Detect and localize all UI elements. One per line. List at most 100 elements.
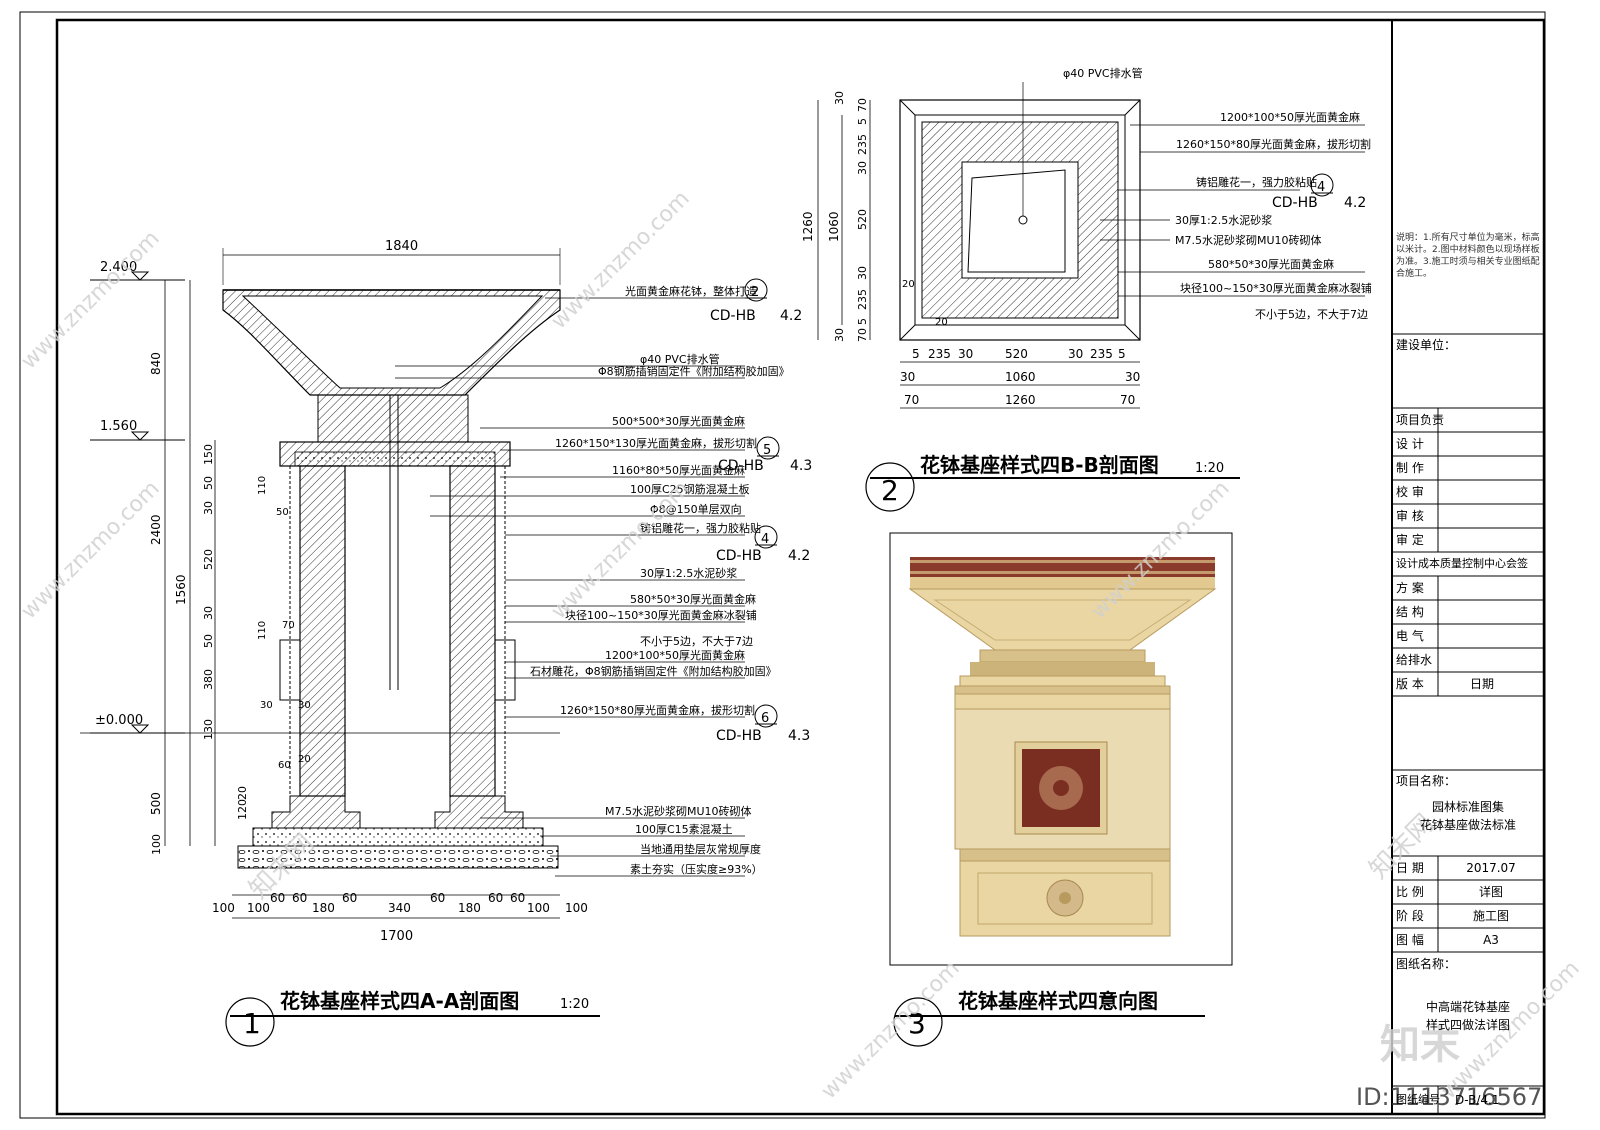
- bb-detail-ref-4: 4 CD-HB 4.2: [1272, 173, 1366, 211]
- section-bb-texts: φ40 PVC排水管 1260 1060 70 30 5 235 30 520 …: [801, 66, 1372, 507]
- svg-text:www.znzmo.com: www.znzmo.com: [17, 226, 165, 374]
- bb-v4: 30: [856, 161, 869, 175]
- tb-row-4: 审 核: [1396, 509, 1424, 523]
- note-aa-6: 100厚C25钢筋混凝土板: [630, 482, 750, 496]
- small-60: 60: [278, 760, 291, 771]
- tb-drawing-name-2: 样式四做法详图: [1425, 1018, 1510, 1032]
- dim-520: 520: [202, 549, 215, 570]
- bb-v1: 30: [833, 91, 846, 105]
- bb-v10: 70: [856, 328, 869, 342]
- dim-130: 130: [202, 719, 215, 740]
- dim-50a: 50: [202, 476, 215, 490]
- dim-30b: 30: [202, 606, 215, 620]
- bdim-0: 100: [212, 901, 235, 915]
- bdim-4: 180: [312, 901, 335, 915]
- bdim-1: 100: [247, 901, 270, 915]
- tb-row-2: 制 作: [1396, 461, 1424, 475]
- note-aa-0: 光面黄金麻花钵，整体打造: [625, 284, 757, 298]
- tb-row-0: 项目负责: [1396, 413, 1445, 427]
- dim-20: 20: [236, 786, 249, 800]
- detail-ref-5: 5 CD-HB 4.3: [718, 436, 812, 474]
- bb-h1-2: 30: [958, 347, 973, 361]
- bdim-8: 180: [458, 901, 481, 915]
- bb-h1-5: 235: [1090, 347, 1113, 361]
- svg-text:4: 4: [761, 532, 769, 547]
- bdim-12: 100: [565, 901, 588, 915]
- svg-text:4.2: 4.2: [1344, 195, 1366, 211]
- dim-840: 840: [149, 352, 163, 375]
- tb-drawing-name-1: 中高端花钵基座: [1425, 1000, 1510, 1014]
- bdim-6: 340: [388, 901, 411, 915]
- tb-info-k-0: 日 期: [1396, 861, 1424, 875]
- svg-text:CD-HB: CD-HB: [716, 728, 762, 744]
- tb-row-5: 审 定: [1396, 533, 1424, 547]
- bb-dim-1060: 1060: [827, 211, 841, 242]
- bb-h1-4: 30: [1068, 347, 1083, 361]
- section-bb-scale: 1:20: [1195, 461, 1224, 476]
- bdim-10: 60: [510, 891, 525, 905]
- tb-info-k-1: 比 例: [1396, 885, 1424, 899]
- tb-drawing-label: 图纸名称：: [1396, 957, 1457, 971]
- note-aa-8: 铸铝雕花一，强力胶粘贴: [640, 521, 761, 535]
- note-aa-13: 1200*100*50厚光面黄金麻: [605, 648, 745, 662]
- section-aa-scale: 1:20: [560, 997, 589, 1012]
- tb-row2-1: 结 构: [1396, 605, 1424, 619]
- bb-h1-6: 5: [1118, 347, 1126, 361]
- svg-text:4.2: 4.2: [788, 548, 810, 564]
- bdim-9: 60: [488, 891, 503, 905]
- small-110b: 110: [257, 621, 268, 640]
- tb-project-label: 项目名称：: [1396, 774, 1457, 788]
- svg-text:CD-HB: CD-HB: [716, 548, 762, 564]
- bdim-7: 60: [430, 891, 445, 905]
- bb-v5: 520: [856, 209, 869, 230]
- dim-50b: 50: [202, 634, 215, 648]
- svg-text:2: 2: [751, 285, 759, 300]
- bb-h1-0: 5: [912, 347, 920, 361]
- tb-row2-0: 方 案: [1396, 581, 1424, 595]
- bb-v3: 235: [856, 134, 869, 155]
- small-30b: 30: [298, 700, 311, 711]
- svg-text:CD-HB: CD-HB: [710, 308, 756, 324]
- bb-v7: 235: [856, 289, 869, 310]
- tb-info-v-1: 详图: [1478, 885, 1503, 899]
- bb-dim-1260: 1260: [801, 211, 815, 242]
- tb-project-name-1: 园林标准图集: [1431, 800, 1504, 814]
- dim-380: 380: [202, 669, 215, 690]
- section-aa-drawing: [80, 248, 745, 1047]
- bdim-5: 60: [342, 891, 357, 905]
- tb-row-3: 校 审: [1396, 485, 1424, 499]
- bb-v8: 5: [856, 318, 869, 325]
- bdim-3: 60: [292, 891, 307, 905]
- tb-drawing-no: D-B/4.1: [1455, 1093, 1500, 1107]
- tb-row2-4: 版 本: [1396, 677, 1424, 691]
- render-view: [889, 532, 1233, 1047]
- detail-ref-6: 6 CD-HB 4.3: [716, 704, 810, 744]
- note-aa-17: 100厚C15素混凝土: [635, 822, 733, 836]
- bb-v2: 5: [856, 118, 869, 125]
- note-aa-11: 块径100~150*30厚光面黄金麻冰裂铺: [565, 608, 757, 622]
- bb-v6: 30: [856, 266, 869, 280]
- note-aa-18: 当地通用垫层灰常规厚度: [640, 842, 761, 856]
- bb-h2-1: 1060: [1005, 370, 1036, 384]
- svg-text:CD-HB: CD-HB: [1272, 195, 1318, 211]
- bb-h2-0: 30: [900, 370, 915, 384]
- note-aa-1: φ40 PVC排水管: [640, 352, 720, 366]
- elevation-mid: 1.560: [100, 419, 137, 434]
- bb-h1-3: 520: [1005, 347, 1028, 361]
- section-bb-title: 花钵基座样式四B-B剖面图: [920, 453, 1159, 477]
- render-view-number: 3: [908, 1007, 926, 1040]
- render-view-title: 花钵基座样式四意向图: [958, 989, 1158, 1013]
- title-block-frame: [1391, 20, 1544, 1114]
- svg-text:4.3: 4.3: [790, 458, 812, 474]
- svg-text:www.znzmo.com: www.znzmo.com: [547, 186, 695, 334]
- bb-h3-1: 1260: [1005, 393, 1036, 407]
- note-aa-5: 1160*80*50厚光面黄金麻: [612, 463, 745, 477]
- detail-ref-4: 4 CD-HB 4.2: [716, 525, 810, 564]
- bb-small-1: 20: [935, 317, 948, 328]
- tb-row2-3: 给排水: [1396, 653, 1433, 667]
- bb-h3-0: 70: [904, 393, 919, 407]
- bb-small-0: 20: [902, 279, 915, 290]
- small-20: 20: [298, 754, 311, 765]
- note-bb-7: 不小于5边，不大于7边: [1255, 307, 1368, 321]
